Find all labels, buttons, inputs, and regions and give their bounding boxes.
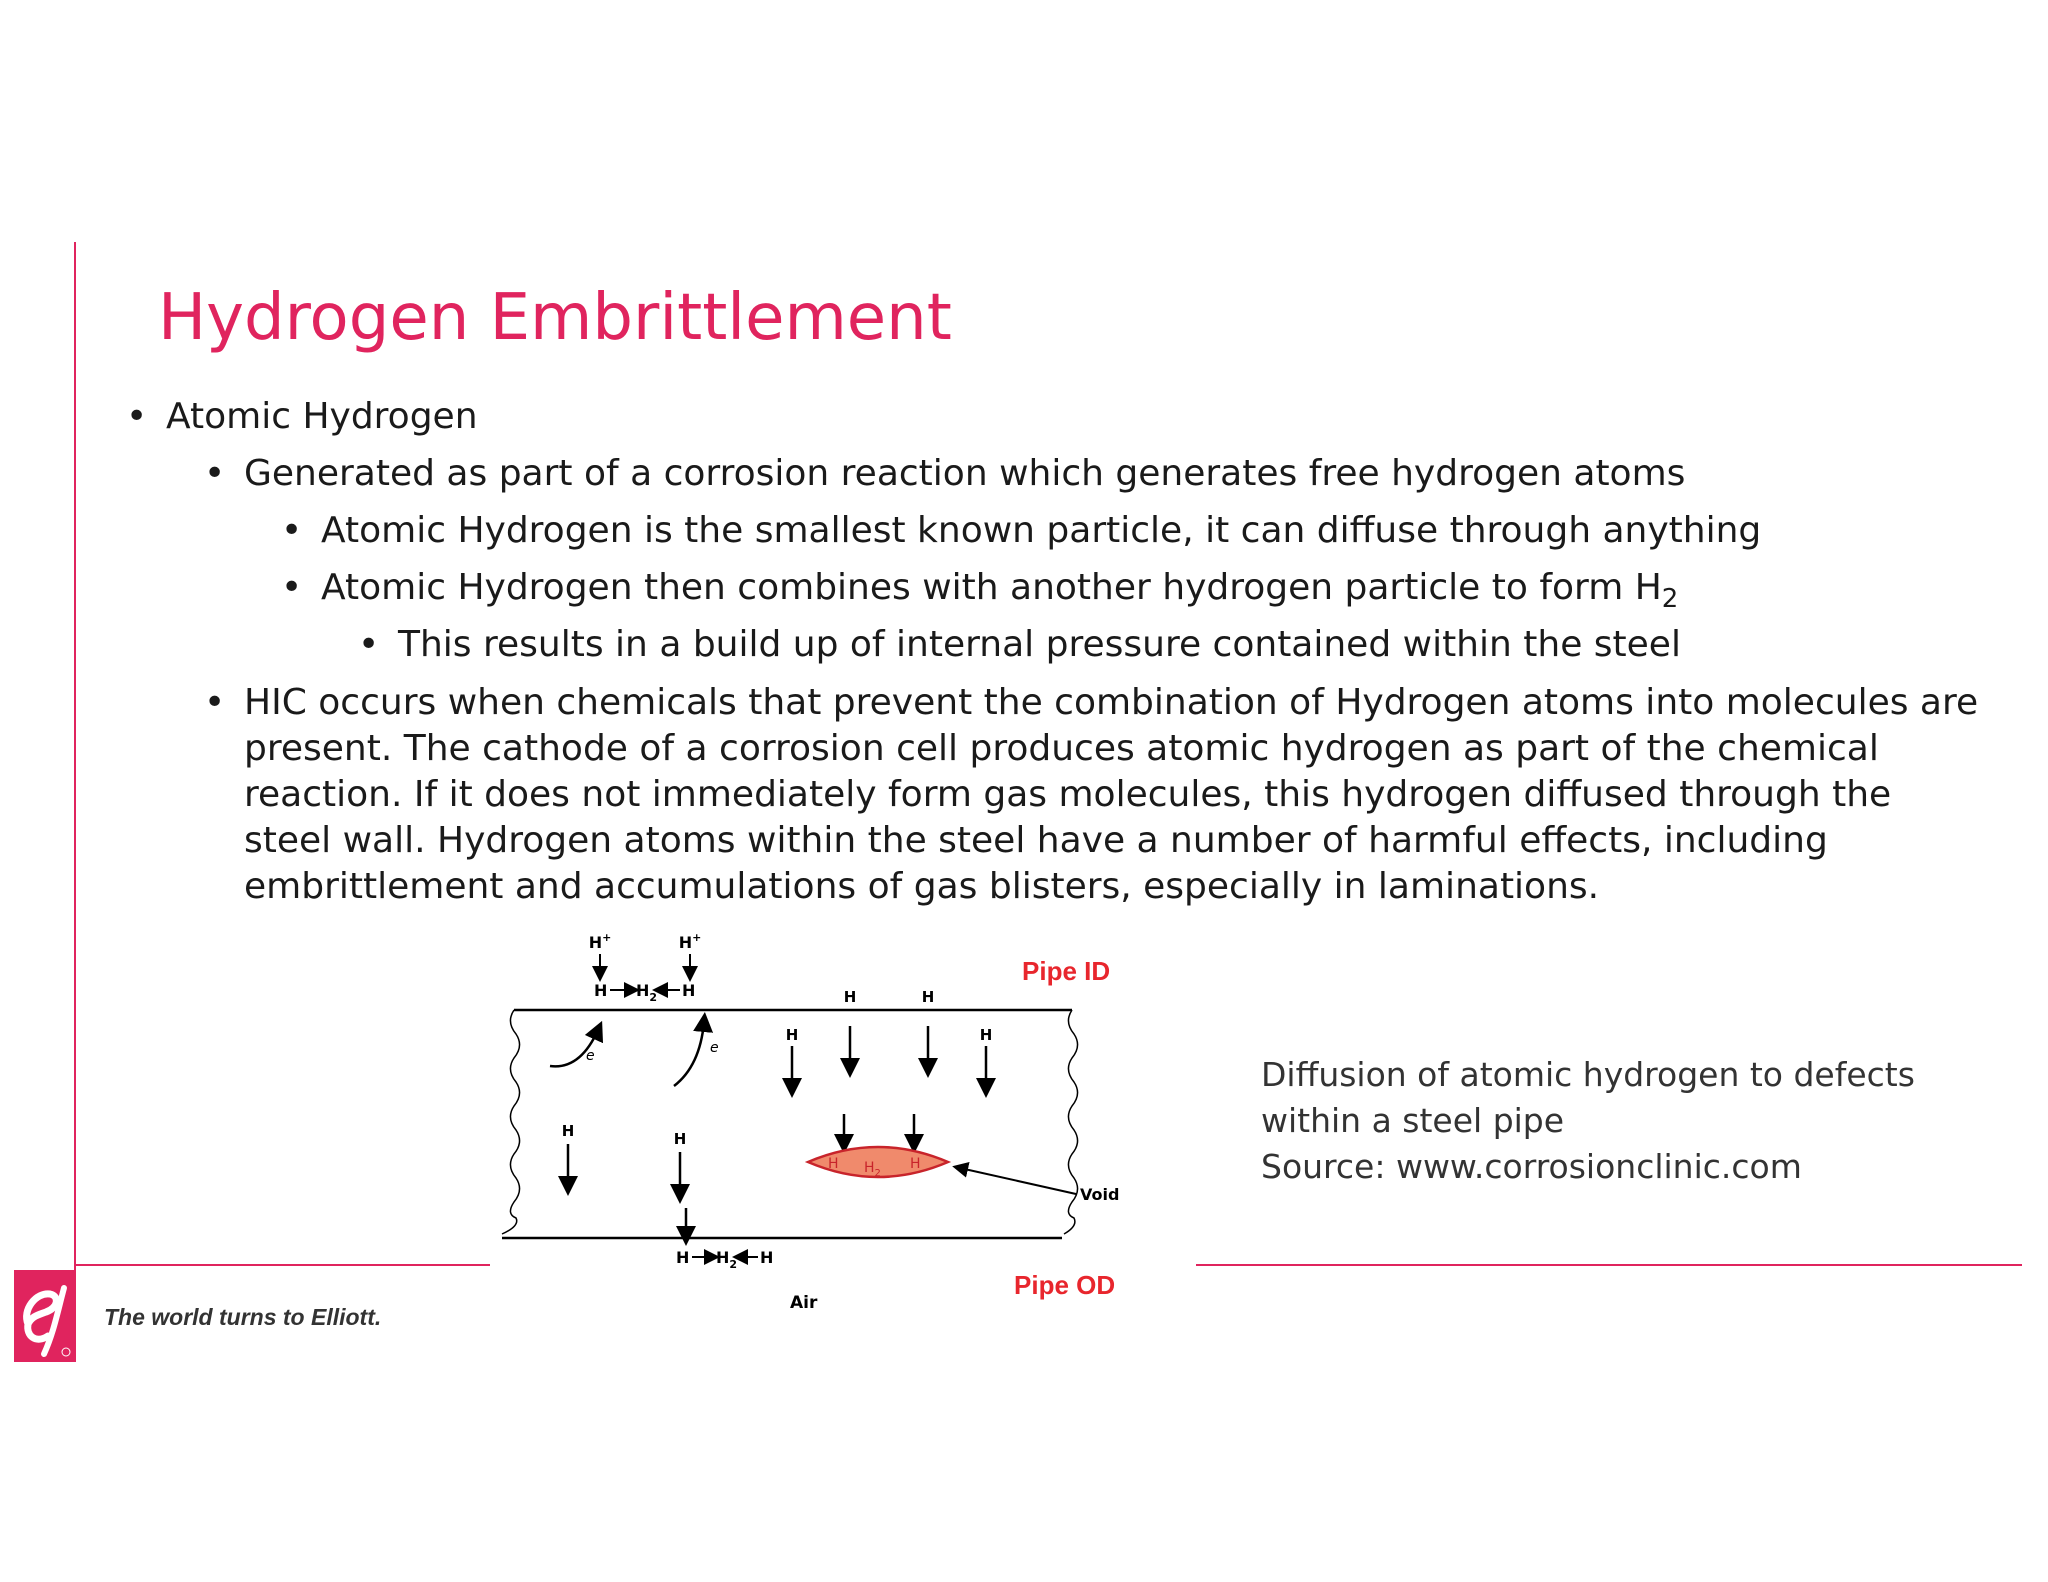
void-pointer-arrow xyxy=(952,1161,1077,1195)
caption-line-2: within a steel pipe xyxy=(1261,1101,1565,1140)
logo-registered-mark xyxy=(61,1347,71,1357)
subscript-2: 2 xyxy=(1661,584,1679,615)
caption-line-1: Diffusion of atomic hydrogen to defects xyxy=(1261,1055,1915,1094)
h-atom-surface: H xyxy=(844,988,857,1006)
h-atom-outer: H xyxy=(760,1248,773,1267)
bullet-smallest-particle: • Atomic Hydrogen is the smallest known … xyxy=(281,508,1762,554)
void-h-label: H xyxy=(910,1156,921,1172)
bullet-text: This results in a build up of internal p… xyxy=(398,624,1681,665)
bullet-text: Generated as part of a corrosion reactio… xyxy=(244,453,1686,494)
electron-path-2 xyxy=(673,1012,714,1087)
air-label: Air xyxy=(790,1293,818,1313)
h-atom-wall: H xyxy=(562,1122,575,1140)
h-atom-label: H xyxy=(682,981,695,1000)
bullet-text: HIC occurs when chemicals that prevent t… xyxy=(244,682,1979,907)
h-plus-label-2: H+ xyxy=(679,931,702,952)
pipe-od-label: Pipe OD xyxy=(1014,1270,1115,1300)
pipe-right-break xyxy=(1063,1009,1079,1235)
h-atom-outer: H xyxy=(676,1248,689,1267)
electron-path-1 xyxy=(549,1020,604,1068)
bullet-generated: • Generated as part of a corrosion react… xyxy=(204,451,1686,497)
void-blister xyxy=(804,1145,952,1179)
slide-title: Hydrogen Embrittlement xyxy=(158,281,952,355)
bullet-dot: • xyxy=(204,682,226,723)
logo-e-shape xyxy=(23,1290,60,1343)
bullet-dot: • xyxy=(126,396,148,437)
bullet-combines: • Atomic Hydrogen then combines with ano… xyxy=(281,565,1679,622)
bullet-text: Atomic Hydrogen is the smallest known pa… xyxy=(321,510,1762,551)
accent-footer-line-right xyxy=(1196,1264,2022,1266)
bullet-atomic-hydrogen: • Atomic Hydrogen xyxy=(126,394,478,440)
h-plus-label-1: H+ xyxy=(589,931,612,952)
bullet-internal-pressure: • This results in a build up of internal… xyxy=(358,622,1681,668)
caption-source: Source: www.corrosionclinic.com xyxy=(1261,1147,1802,1186)
bullet-text: Atomic Hydrogen then combines with anoth… xyxy=(321,567,1662,608)
hydrogen-diffusion-diagram: H+ H+ H H2 H e e H H H H H H H H2 H Void… xyxy=(490,918,1150,1328)
diagram-caption: Diffusion of atomic hydrogen to defects … xyxy=(1261,1052,1981,1190)
pipe-id-label: Pipe ID xyxy=(1022,956,1110,986)
bullet-text: Atomic Hydrogen xyxy=(166,396,478,437)
elliott-logo xyxy=(14,1270,76,1362)
accent-vertical-line xyxy=(74,242,76,1272)
footer-tagline: The world turns to Elliott. xyxy=(104,1304,382,1330)
electron-label: e xyxy=(586,1048,595,1064)
pipe-left-break xyxy=(501,1009,521,1235)
h-atom-wall: H xyxy=(786,1026,799,1044)
h-atom-surface: H xyxy=(922,988,935,1006)
logo-l-shape xyxy=(41,1285,67,1357)
void-h2-label: H2 xyxy=(864,1160,881,1179)
h-atom-wall: H xyxy=(674,1130,687,1148)
diagram-background xyxy=(490,918,1150,1328)
bullet-hic-occurs: • HIC occurs when chemicals that prevent… xyxy=(204,680,1984,910)
bullet-dot: • xyxy=(358,624,380,665)
accent-footer-line-left xyxy=(74,1264,492,1266)
h-atom-label: H xyxy=(594,981,607,1000)
void-h-label: H xyxy=(828,1156,839,1172)
bullet-dot: • xyxy=(204,453,226,494)
bullet-dot: • xyxy=(281,567,303,608)
void-label: Void xyxy=(1080,1185,1119,1204)
bullet-dot: • xyxy=(281,510,303,551)
h-atom-wall: H xyxy=(980,1026,993,1044)
electron-label: e xyxy=(710,1040,719,1056)
